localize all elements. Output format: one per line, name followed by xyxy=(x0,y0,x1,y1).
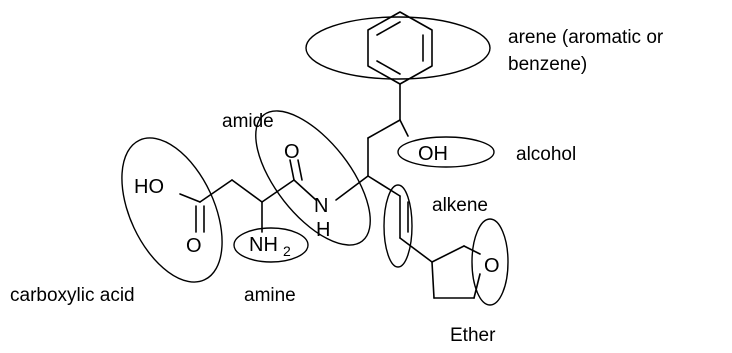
amide-ellipse xyxy=(255,110,371,246)
amine-ellipse xyxy=(233,227,309,263)
amide-carbonyl-oxygen: O xyxy=(284,141,300,163)
amide-label: amide xyxy=(222,111,274,132)
ether-ellipse xyxy=(471,218,509,306)
alkene-label: alkene xyxy=(432,195,488,216)
acid-carbonyl-oxygen: O xyxy=(186,235,202,257)
arene-label-line2: benzene) xyxy=(508,54,587,75)
atom-labels: O OH HO O N H NH 2 O xyxy=(134,141,500,277)
benzene-ring xyxy=(367,11,433,85)
amine-nh-label: NH xyxy=(249,234,278,256)
amine-subscript: 2 xyxy=(283,243,291,259)
arene-label-line1: arene (aromatic or xyxy=(508,27,664,48)
amine-label: amine xyxy=(244,285,296,306)
arene-ellipse xyxy=(305,16,491,80)
ether-label: Ether xyxy=(450,325,496,346)
group-highlights xyxy=(121,16,509,306)
ether-oxygen: O xyxy=(484,255,500,277)
carboxylic-acid-ellipse xyxy=(121,137,223,283)
alcohol-label: alcohol xyxy=(516,144,576,165)
acid-hydroxyl-label: HO xyxy=(134,176,164,198)
alkene-ellipse xyxy=(383,184,413,268)
group-labels: arene (aromatic or benzene) amide alcoho… xyxy=(10,27,664,346)
skeleton-bonds xyxy=(179,83,433,263)
amide-nitrogen: N xyxy=(314,195,328,217)
amide-hydrogen: H xyxy=(316,219,330,241)
alcohol-ellipse xyxy=(397,136,495,168)
hydroxyl-label: OH xyxy=(418,143,448,165)
ether-ring xyxy=(431,245,481,299)
carboxylic-acid-label: carboxylic acid xyxy=(10,285,135,306)
